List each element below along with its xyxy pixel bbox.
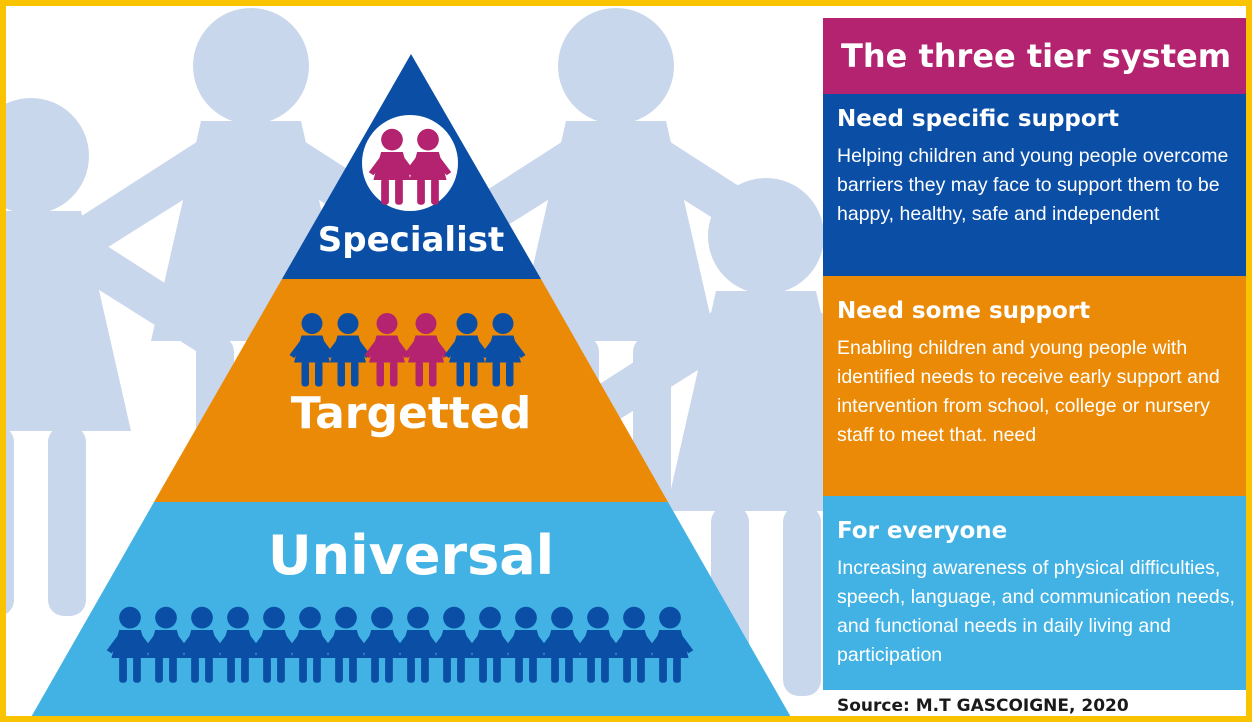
some-support-background (823, 276, 1246, 496)
universal-tier-shape (31, 502, 791, 716)
three-tier-pyramid-diagram (6, 8, 1246, 716)
specialist-label: Specialist (317, 220, 505, 260)
some-support-description: Enabling children and young people with … (837, 337, 1220, 446)
universal-label: Universal (267, 524, 555, 587)
specific-support-description: Helping children and young people overco… (837, 145, 1229, 225)
title-bar-background (823, 18, 1246, 94)
panel-title: The three tier system (841, 37, 1232, 75)
everyone-heading: For everyone (837, 518, 1008, 544)
specific-support-background (823, 94, 1246, 276)
everyone-description: Increasing awareness of physical difficu… (837, 557, 1235, 666)
specific-support-heading: Need specific support (837, 106, 1120, 132)
everyone-background (823, 496, 1246, 690)
some-support-section: Need some support Enabling children and … (823, 286, 1246, 496)
targetted-label: Targetted (290, 388, 532, 439)
targetted-tier-shape (154, 279, 668, 502)
some-support-heading: Need some support (837, 298, 1091, 324)
source-citation: Source: M.T GASCOIGNE, 2020 (837, 696, 1129, 716)
specific-support-section: Need specific support Helping children a… (823, 94, 1246, 276)
everyone-section: For everyone Increasing awareness of phy… (823, 506, 1246, 690)
